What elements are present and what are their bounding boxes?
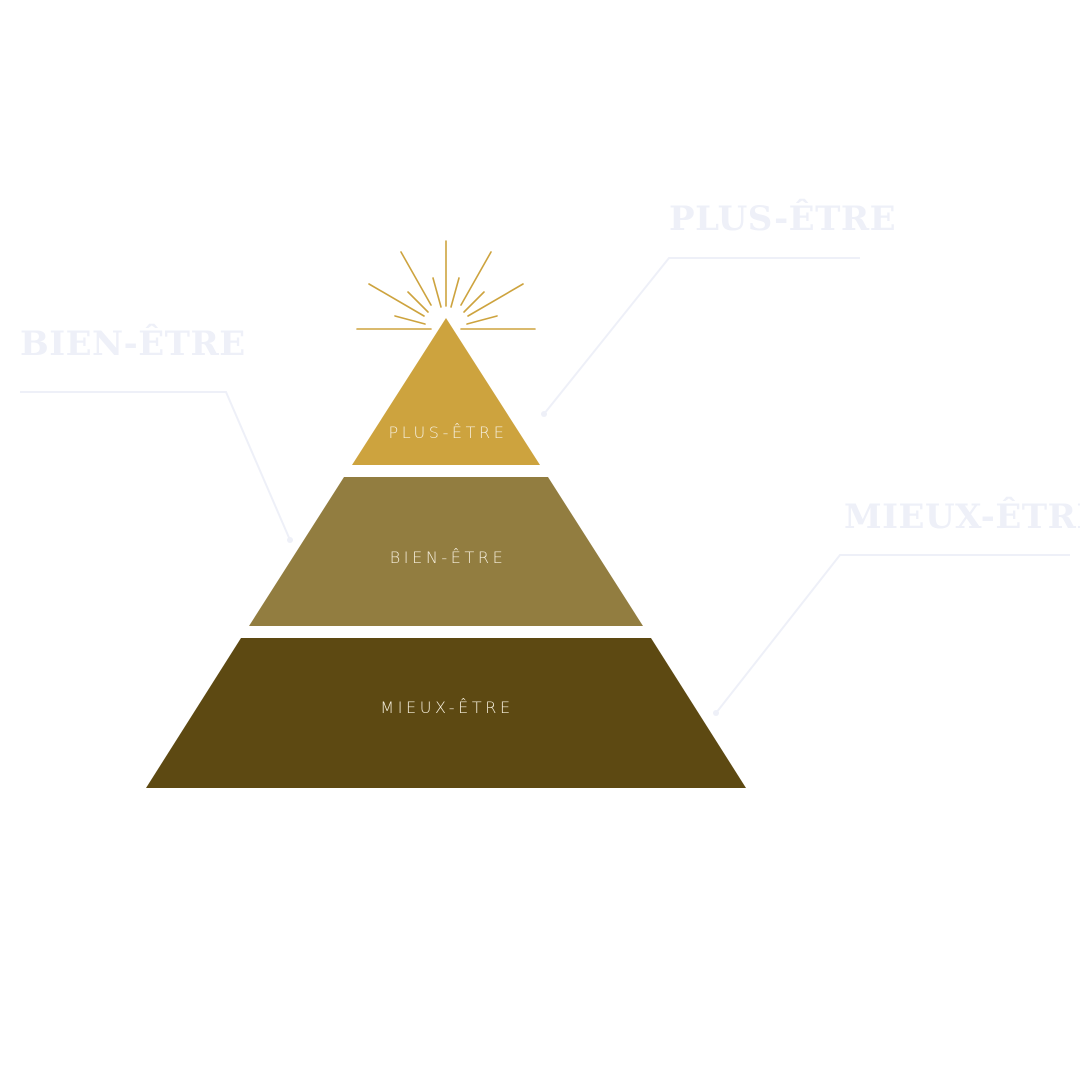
sunburst-ray	[432, 277, 442, 308]
callout-plus-etre-leader	[543, 257, 860, 415]
sunburst-ray	[400, 251, 432, 306]
sunburst-ray	[368, 283, 425, 317]
sunburst-ray	[460, 251, 492, 306]
sunburst-ray	[467, 283, 524, 317]
sunburst-ray	[407, 291, 429, 313]
sunburst-ray	[394, 315, 426, 325]
tier-mieux-etre-shape	[146, 638, 746, 788]
sunburst-icon	[356, 240, 536, 330]
callout-mieux-etre-dot	[713, 710, 719, 716]
callout-bien-etre-dot	[287, 537, 293, 543]
tier-mieux-etre-label: MIEUX-ÊTRE	[380, 698, 513, 717]
sunburst-ray	[466, 315, 498, 325]
tier-bien-etre-shape	[249, 477, 643, 626]
callout-bien-etre: BIEN-ÊTRE	[20, 323, 293, 543]
callout-bien-etre-leader	[20, 391, 291, 541]
tier-bien-etre-label: BIEN-ÊTRE	[390, 548, 507, 567]
tier-plus-etre-shape	[352, 318, 540, 465]
callout-plus-etre-dot	[541, 411, 547, 417]
callout-mieux-etre: MIEUX-ÊTRE	[713, 496, 1080, 716]
tier-plus-etre-label: PLUS-ÊTRE	[389, 423, 508, 442]
callout-plus-etre-label: PLUS-ÊTRE	[669, 198, 896, 239]
sunburst-ray	[463, 291, 485, 313]
sunburst-ray	[450, 277, 460, 308]
callout-mieux-etre-leader	[715, 554, 1070, 714]
callout-bien-etre-label: BIEN-ÊTRE	[20, 323, 246, 364]
callout-plus-etre: PLUS-ÊTRE	[541, 198, 896, 417]
callout-mieux-etre-label: MIEUX-ÊTRE	[844, 496, 1080, 537]
